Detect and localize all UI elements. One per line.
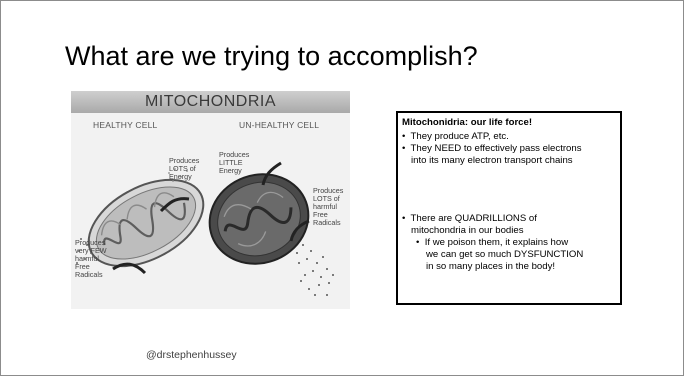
mitochondria-illustration: [76, 161, 334, 296]
bullet-glyph: •: [416, 237, 420, 248]
sub-bullet-continuation: in so many places in the body!: [426, 261, 556, 272]
textbox-heading: Mitochonidria: our life force!: [402, 117, 533, 128]
bullet-glyph: •: [402, 143, 406, 154]
unhealthy-cell-title: UN-HEALTHY CELL: [239, 120, 320, 130]
bullet-continuation: into its many electron transport chains: [411, 155, 573, 166]
sub-bullet-continuation: we can get so much DYSFUNCTION: [426, 249, 584, 260]
author-handle: @drstephenhussey: [146, 349, 237, 361]
bullet-item: • They NEED to effectively pass electron…: [402, 143, 582, 154]
label-lots-energy: Produces LOTS of Energy: [169, 156, 200, 181]
bullet-glyph: •: [402, 131, 406, 142]
bullet-item: • They produce ATP, etc.: [402, 131, 509, 142]
label-few-radicals: Produces very FEW harmful Free Radicals: [75, 238, 107, 279]
label-little-energy: Produces LITTLE Energy: [219, 150, 250, 175]
mitochondria-figure: MITOCHONDRIA: [71, 91, 350, 309]
bullet-item: • There are QUADRILLIONS of: [402, 213, 537, 224]
figure-banner: MITOCHONDRIA: [71, 91, 350, 113]
label-lots-radicals: Produces LOTS of harmful Free Radicals: [313, 186, 344, 227]
slide-title: What are we trying to accomplish?: [65, 41, 478, 71]
healthy-cell-title: HEALTHY CELL: [93, 120, 158, 130]
bullet-continuation: mitochondria in our bodies: [411, 225, 524, 236]
unhealthy-mitochondrion: [208, 173, 310, 265]
bullet-glyph: •: [402, 213, 406, 224]
summary-textbox: Mitochonidria: our life force! • They pr…: [396, 111, 622, 305]
sub-bullet-item: • If we poison them, it explains how: [416, 237, 569, 248]
